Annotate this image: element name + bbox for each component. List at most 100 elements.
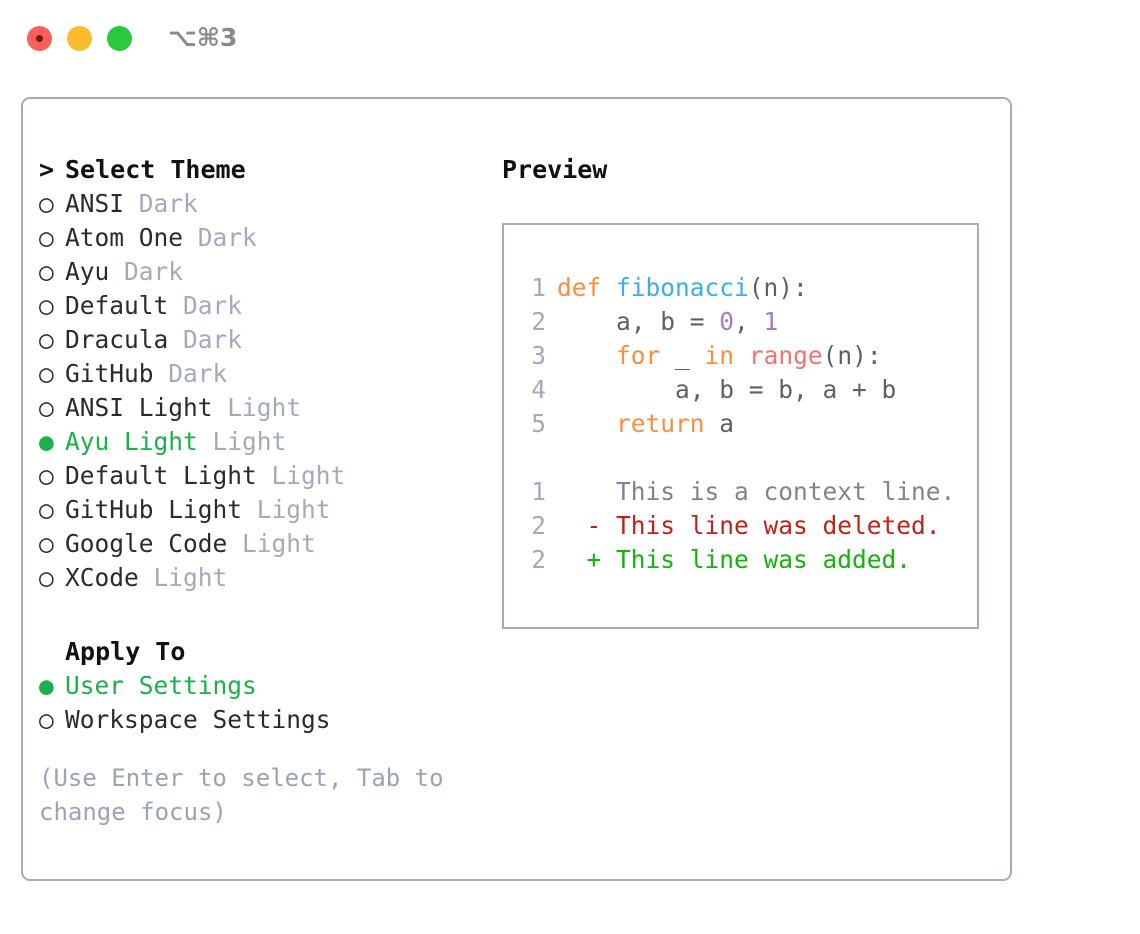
- code-token: for: [616, 341, 661, 370]
- code-token: (n):: [748, 273, 808, 302]
- theme-option-ayu-light[interactable]: ● Ayu Light Light: [39, 425, 479, 459]
- code-token: [557, 341, 616, 370]
- radio-unselected-icon: ○: [39, 393, 54, 422]
- theme-variant-badge: Light: [242, 495, 331, 524]
- theme-variant-badge: Light: [212, 393, 302, 422]
- radio-unselected-icon: ○: [39, 705, 54, 734]
- apply-to-option-user-settings[interactable]: ● User Settings: [39, 669, 479, 703]
- code-token: [557, 409, 616, 438]
- theme-option-github[interactable]: ○ GitHub Dark: [39, 357, 479, 391]
- code-line-number: 4: [531, 375, 546, 404]
- theme-list-panel: >Select Theme ○ANSI Dark○Atom One Dark○A…: [39, 153, 479, 829]
- radio-unselected-icon: ○: [39, 495, 54, 524]
- apply-to-caret-spacer: >: [39, 635, 65, 669]
- minimize-window-button[interactable]: [67, 26, 92, 51]
- code-line-number: 2: [531, 307, 546, 336]
- radio-unselected-icon: ○: [39, 189, 54, 218]
- close-icon: [36, 35, 43, 42]
- theme-option-dracula[interactable]: ○Dracula Dark: [39, 323, 479, 357]
- keyboard-hint-text: (Use Enter to select, Tab to change focu…: [39, 764, 444, 826]
- diff-line-text: This is a context line.: [557, 477, 956, 506]
- code-token: range: [748, 341, 823, 370]
- theme-variant-badge: Dark: [153, 359, 228, 388]
- theme-option-label: Ayu: [65, 257, 110, 286]
- theme-option-default-light[interactable]: ○Default Light Light: [39, 459, 479, 493]
- code-line: 2 a, b = 0, 1: [520, 305, 955, 339]
- diff-line-text: - This line was deleted.: [557, 511, 941, 540]
- theme-option-google-code[interactable]: ○ Google Code Light: [39, 527, 479, 561]
- code-token: ,: [734, 307, 764, 336]
- code-line-number: 2: [531, 511, 546, 540]
- theme-variant-badge: Light: [138, 563, 228, 592]
- theme-variant-badge: Light: [227, 529, 316, 558]
- apply-to-header: >Apply To: [39, 635, 479, 669]
- code-line-number: 2: [531, 545, 546, 574]
- window-title: ⌥⌘3: [168, 23, 238, 52]
- theme-option-ansi-light[interactable]: ○ ANSI Light Light: [39, 391, 479, 425]
- theme-option-ayu[interactable]: ○ Ayu Dark: [39, 255, 479, 289]
- theme-variant-badge: Dark: [168, 291, 243, 320]
- theme-option-label: GitHub: [65, 359, 154, 388]
- code-token: (n):: [822, 341, 882, 370]
- radio-unselected-icon: ○: [39, 529, 54, 558]
- code-line: 3 for _ in range(n):: [520, 339, 955, 373]
- apply-to-option-label: Workspace Settings: [65, 705, 331, 734]
- code-token: [601, 273, 616, 302]
- theme-variant-badge: Light: [197, 427, 287, 456]
- theme-option-label: Google Code: [65, 529, 228, 558]
- select-theme-label: Select Theme: [65, 155, 246, 184]
- theme-variant-badge: Light: [256, 461, 346, 490]
- radio-unselected-icon: ○: [39, 291, 54, 320]
- theme-option-label: Default Light: [65, 461, 257, 490]
- apply-to-options-list: ● User Settings ○ Workspace Settings: [39, 669, 479, 737]
- code-blank-line: [520, 441, 955, 475]
- theme-option-label: Ayu Light: [65, 427, 198, 456]
- theme-option-label: XCode: [65, 563, 139, 592]
- code-token: a, b =: [557, 307, 720, 336]
- theme-option-xcode[interactable]: ○ XCode Light: [39, 561, 479, 595]
- code-line-number: 5: [531, 409, 546, 438]
- code-token: a: [704, 409, 735, 438]
- preview-title: Preview: [502, 155, 608, 184]
- apply-to-label: Apply To: [65, 637, 186, 666]
- theme-option-atom-one[interactable]: ○Atom One Dark: [39, 221, 479, 255]
- radio-unselected-icon: ○: [39, 325, 54, 354]
- code-token: fibonacci: [616, 273, 749, 302]
- maximize-window-button[interactable]: [107, 26, 132, 51]
- code-token: 0: [719, 307, 735, 336]
- theme-option-label: Dracula: [65, 325, 169, 354]
- code-token: def: [557, 273, 602, 302]
- theme-option-default[interactable]: ○ Default Dark: [39, 289, 479, 323]
- code-line-number: 1: [531, 477, 546, 506]
- theme-variant-badge: Dark: [109, 257, 184, 286]
- radio-unselected-icon: ○: [39, 223, 54, 252]
- code-line-number: 3: [531, 341, 546, 370]
- theme-option-label: ANSI: [65, 189, 125, 218]
- radio-selected-icon: ●: [39, 671, 54, 700]
- radio-unselected-icon: ○: [39, 563, 54, 592]
- theme-option-label: Default: [65, 291, 169, 320]
- radio-selected-icon: ●: [39, 427, 54, 456]
- apply-to-option-label: User Settings: [65, 671, 257, 700]
- theme-option-ansi[interactable]: ○ANSI Dark: [39, 187, 479, 221]
- diff-line: 2 + This line was added.: [520, 543, 955, 577]
- theme-options-list: ○ANSI Dark○Atom One Dark○Ayu Dark○Defaul…: [39, 187, 479, 595]
- code-line: 5 return a: [520, 407, 955, 441]
- apply-to-option-workspace-settings[interactable]: ○ Workspace Settings: [39, 703, 479, 737]
- code-line: 4 a, b = b, a + b: [520, 373, 955, 407]
- radio-unselected-icon: ○: [39, 359, 54, 388]
- radio-unselected-icon: ○: [39, 257, 54, 286]
- theme-option-label: ANSI Light: [65, 393, 213, 422]
- code-token: [734, 341, 749, 370]
- list-spacer: [39, 595, 479, 635]
- theme-option-label: GitHub Light: [65, 495, 243, 524]
- code-token: _: [660, 341, 705, 370]
- code-token: a, b = b, a + b: [557, 375, 897, 404]
- theme-option-github-light[interactable]: ○ GitHub Light Light: [39, 493, 479, 527]
- diff-line-text: + This line was added.: [557, 545, 912, 574]
